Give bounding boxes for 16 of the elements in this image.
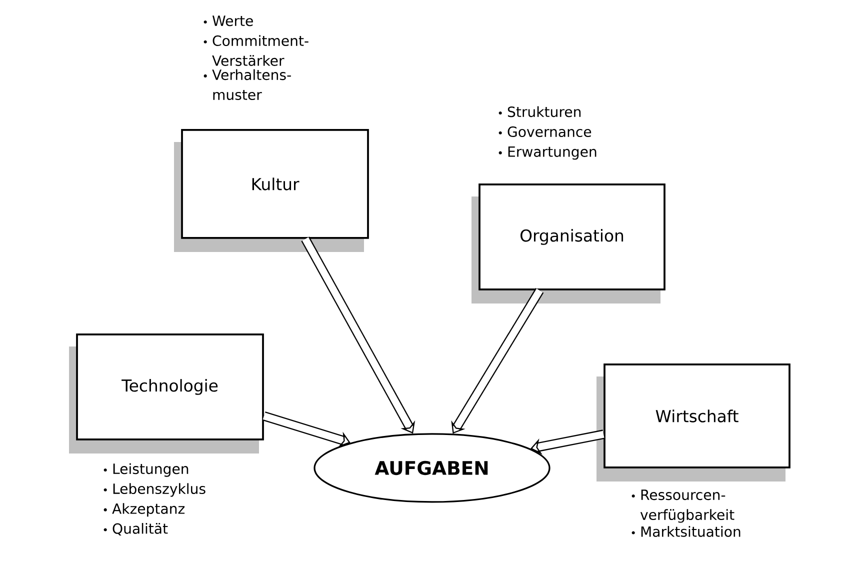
process-box: Organisation [478, 184, 666, 290]
list-item: Ressourcen- verfügbarkeit [640, 490, 734, 523]
list-item: Akzeptanz [112, 503, 185, 517]
list-item: Verhaltens- muster [212, 69, 291, 100]
process-box: Kultur [181, 129, 369, 239]
list-item: Werte [212, 16, 253, 26]
list-item: Leistungen [113, 463, 188, 477]
process-box: Wirtschaft [604, 364, 790, 468]
list-item: Erwartungen [508, 146, 596, 160]
list-item: Lebenszyklus [113, 483, 206, 497]
list-item: Commitment- Verstärker [212, 35, 308, 66]
list-item: Qualität [112, 523, 168, 536]
list-item: Strukturen [508, 106, 581, 118]
list-item: Marktsituation [641, 526, 740, 537]
process-box: Technologie [76, 334, 264, 440]
list-item: Governance [508, 126, 592, 138]
